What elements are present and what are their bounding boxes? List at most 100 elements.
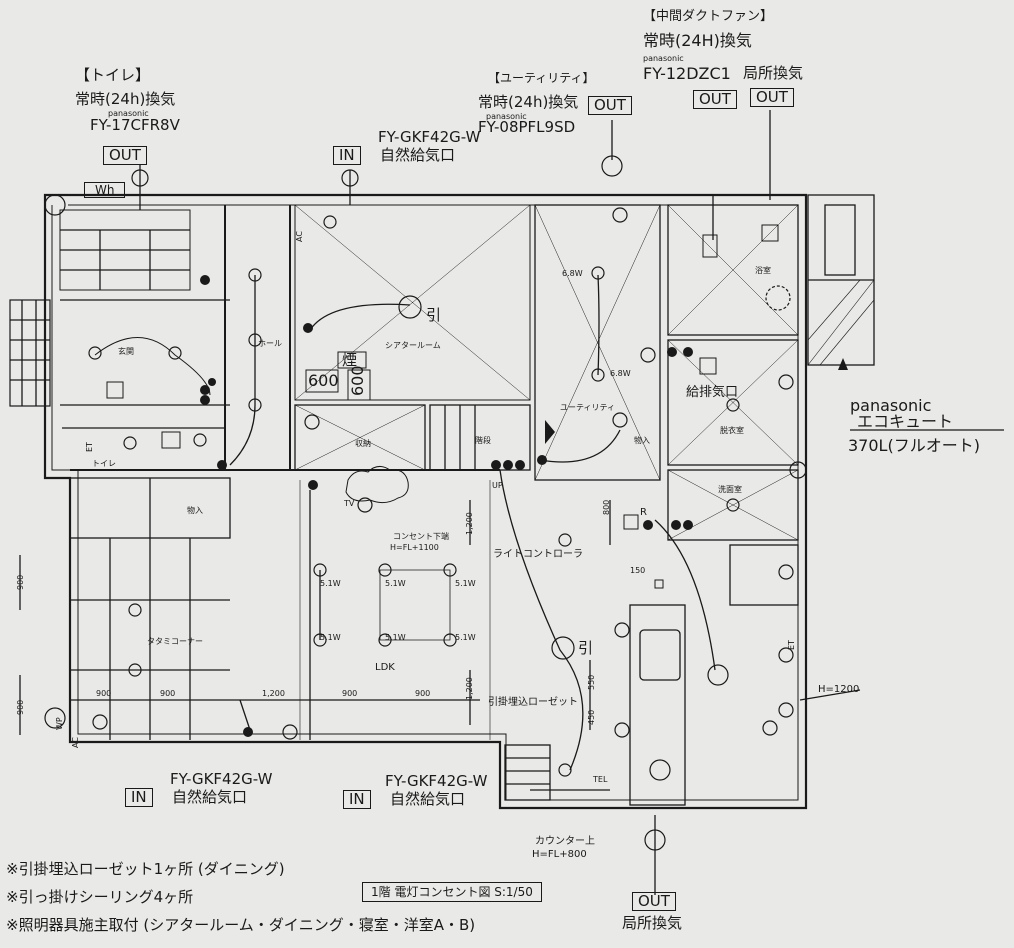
local-vent-top-label: 局所換気 xyxy=(743,64,804,82)
inlet-top-label: 自然給気口 xyxy=(380,146,456,164)
room-utility: ユーティリティ xyxy=(560,403,616,412)
h1200-label: H=1200 xyxy=(818,684,860,695)
up-label: UP xyxy=(492,481,503,490)
dim-900-bottom-4: 900 xyxy=(415,689,431,698)
middle-duct-out-tag: OUT xyxy=(693,90,737,109)
supply-exhaust-label: 給排気口 xyxy=(686,385,739,400)
note-2: ※引っ掛けシーリング4ヶ所 xyxy=(6,888,194,906)
dim-900-left-lower: 900 xyxy=(16,699,25,715)
inlet-bottom-mid-label: 自然給気口 xyxy=(390,790,466,808)
drawing-title-block: 1階 電灯コンセント図 S:1/50 xyxy=(362,882,542,902)
wattage-ldk-2: 5.1W xyxy=(385,579,406,588)
dim-900-bottom-3: 900 xyxy=(342,689,358,698)
toilet-fan-model: FY-17CFR8V xyxy=(90,116,180,134)
toilet-out-tag: OUT xyxy=(103,146,147,165)
utility-fan-maker: panasonic xyxy=(486,112,527,121)
dim-450: 450 xyxy=(587,709,596,725)
dim-800: 800 xyxy=(602,499,611,515)
wattage-ldk-4: 5.1W xyxy=(320,633,341,642)
inlet-top-model: FY-GKF42G-W xyxy=(378,128,481,146)
dim-900-left-upper: 900 xyxy=(16,574,25,590)
room-theater: シアタールーム xyxy=(385,341,441,350)
note-3: ※照明器具施主取付 (シアタールーム・ダイニング・寝室・洋室A・B) xyxy=(6,916,476,934)
local-vent-bottom-label: 局所換気 xyxy=(622,914,683,932)
outer-wall-inner xyxy=(51,204,799,801)
wp-label: WP xyxy=(55,717,64,730)
inlet-bottom-mid-model: FY-GKF42G-W xyxy=(385,772,488,790)
wattage-ldk-6: 5.1W xyxy=(455,633,476,642)
note-1: ※引掛埋込ローゼット1ヶ所 (ダイニング) xyxy=(6,860,285,878)
utility-fan-header: 【ユーティリティ】 xyxy=(488,71,595,85)
wattage-ldk-5: 5.1W xyxy=(385,633,406,642)
toilet-fan-maker: panasonic xyxy=(108,109,149,118)
inlet-bottom-left-tag: IN xyxy=(125,788,153,807)
ecocute-maker: panasonic xyxy=(850,396,932,415)
room-washroom: 洗面室 xyxy=(718,485,742,494)
inlet-bottom-left-model: FY-GKF42G-W xyxy=(170,770,273,788)
smoke-600-vertical: 600 xyxy=(348,365,367,396)
ac-label-theater: AC xyxy=(295,231,304,242)
room-stairs: 階段 xyxy=(475,436,491,445)
theater-room xyxy=(294,204,531,401)
dim-900-bottom-2: 900 xyxy=(160,689,176,698)
ac-label-tatami: AC xyxy=(71,737,80,748)
counter-note-2: H=FL+800 xyxy=(532,849,587,860)
room-dressing: 脱衣室 xyxy=(720,426,744,435)
room-wh: Wh xyxy=(84,182,126,198)
kitchen-counter xyxy=(629,604,686,806)
room-tatami: タタミコーナー xyxy=(147,637,203,646)
toilet-fan-mode: 常時(24h)換気 xyxy=(75,90,176,108)
wattage-ldk-1: 5.1W xyxy=(320,579,341,588)
utility-fan-model: FY-08PFL9SD xyxy=(478,118,576,136)
utility-out-tag: OUT xyxy=(588,96,632,115)
smoke-600-horizontal: 600 xyxy=(308,371,339,390)
r-label: R xyxy=(640,507,647,518)
inlet-top-tag: IN xyxy=(333,146,361,165)
et-label-toilet: ET xyxy=(85,442,94,452)
dim-1200-right-lower: 1,200 xyxy=(465,677,474,700)
room-toilet: トイレ xyxy=(92,459,116,468)
local-vent-bottom-out-tag: OUT xyxy=(632,892,676,911)
tv-label: TV xyxy=(344,499,355,508)
outer-wall xyxy=(43,193,808,810)
inlet-bottom-left-label: 自然給気口 xyxy=(172,788,248,806)
tel-label: TEL xyxy=(593,775,608,784)
room-entrance: 玄関 xyxy=(118,347,134,356)
dim-1200-right-upper: 1,200 xyxy=(465,512,474,535)
wattage-utility-1: 6.8W xyxy=(562,269,583,278)
room-closet-in: 物入 xyxy=(634,436,650,445)
hiki-label-theater: 引 xyxy=(426,306,442,324)
dim-550: 550 xyxy=(587,674,596,690)
et-label-kitchen: ET xyxy=(787,640,796,650)
dim-900-bottom-1: 900 xyxy=(96,689,112,698)
hiki-label-dining: 引 xyxy=(578,639,594,657)
local-vent-top-out-tag: OUT xyxy=(750,88,794,107)
utility-fan-mode: 常時(24h)換気 xyxy=(478,93,579,111)
outlet-note-2: H=FL+1100 xyxy=(390,543,439,552)
dim-150: 150 xyxy=(630,566,646,575)
ecocute-name: エコキュート xyxy=(857,412,954,431)
middle-duct-fan-model: FY-12DZC1 xyxy=(643,64,731,83)
outlet-note-1: コンセント下端 xyxy=(393,532,449,541)
ecocute-capacity: 370L(フルオート) xyxy=(848,436,980,455)
wattage-ldk-3: 5.1W xyxy=(455,579,476,588)
smoke-detector-symbol xyxy=(305,351,371,401)
counter-note-1: カウンター上 xyxy=(535,836,595,847)
toilet-fan-header: 【トイレ】 xyxy=(75,66,151,84)
entrance-steps xyxy=(9,299,51,407)
middle-duct-fan-mode: 常時(24H)換気 xyxy=(643,31,752,50)
middle-duct-fan-header: 【中間ダクトファン】 xyxy=(643,9,774,24)
room-bath: 浴室 xyxy=(755,266,771,275)
room-storage: 収納 xyxy=(355,439,371,448)
inlet-bottom-mid-tag: IN xyxy=(343,790,371,809)
wattage-utility-2: 6.8W xyxy=(610,369,631,378)
dim-1200-bottom: 1,200 xyxy=(262,689,285,698)
room-hall: ホール xyxy=(258,339,282,348)
room-ldk: LDK xyxy=(375,662,395,673)
hikikake-label: 引掛埋込ローゼット xyxy=(488,697,578,708)
light-controller-label: ライトコントローラ xyxy=(493,549,583,560)
smoke-kemuri-label: 煙 xyxy=(342,351,358,369)
middle-duct-fan-maker: panasonic xyxy=(643,54,684,63)
